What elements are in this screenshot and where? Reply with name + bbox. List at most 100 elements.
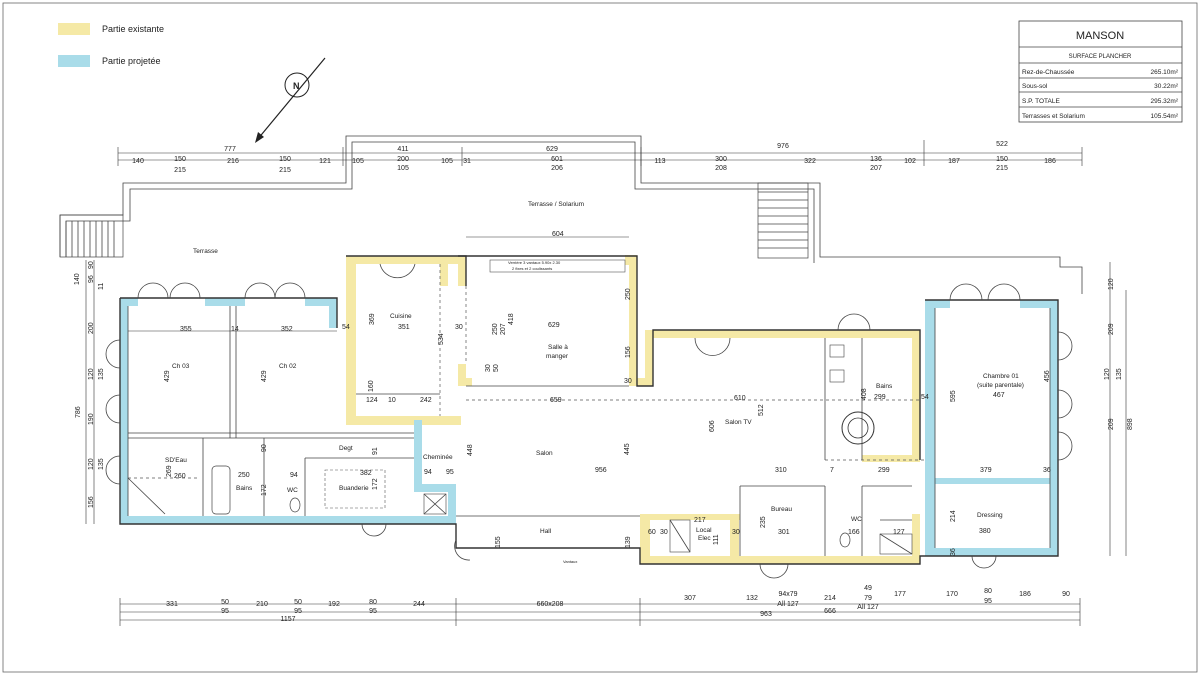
left-dim-6: 786	[75, 406, 82, 418]
buanderie-counter	[324, 469, 386, 509]
bottom-dim-3-2: 666	[824, 608, 836, 615]
top-dim-2-17: 186	[1044, 158, 1056, 165]
bottom-dim-2b-0: All 127	[857, 604, 879, 611]
dim-956: 956	[595, 467, 607, 474]
title-row-label-4: Terrasses et Solarium	[1022, 113, 1085, 120]
room-chambre01-2: (suite parentale)	[977, 382, 1024, 389]
top-dim-1-4: 522	[996, 141, 1008, 148]
title-row-label-2: Sous-sol	[1022, 83, 1048, 90]
room-dressing: Dressing	[977, 512, 1003, 519]
bottom-dim-1-9: 132	[746, 595, 758, 602]
dim-445: 445	[624, 443, 631, 455]
dim-379: 379	[980, 467, 992, 474]
top-dim-2-15: 187	[948, 158, 960, 165]
bathtub-left	[211, 465, 231, 515]
room-terrasse: Terrasse	[193, 248, 218, 255]
title-block-title: MANSON	[1076, 30, 1124, 42]
dim-ch03-h: 429	[164, 370, 171, 382]
top-dim-3-1: 215	[279, 167, 291, 174]
bottom-dim-1-13: 177	[894, 591, 906, 598]
title-row-label-1: Rez-de-Chaussée	[1022, 69, 1075, 76]
legend: Partie existante Partie projetée	[58, 23, 164, 67]
dim-sam-156: 156	[625, 346, 632, 358]
svg-text:N: N	[293, 81, 300, 91]
top-dim-3-3: 206	[551, 165, 563, 172]
dim-salon-tv-h1: 606	[709, 420, 716, 432]
dim-30d: 30	[732, 529, 740, 536]
left-dimensions: 140 96 90 200 120 135 786 190 120 135 15…	[74, 260, 105, 524]
left-stairs	[59, 214, 124, 258]
left-dim-0: 140	[74, 273, 81, 285]
room-salle-a-manger-1: Salle à	[548, 344, 568, 351]
bottom-dim-2-1: 95	[294, 608, 302, 615]
projected-walls	[120, 298, 1058, 556]
left-dim-10: 156	[88, 496, 95, 508]
room-salon: Salon	[536, 450, 553, 457]
title-block-subtitle: SURFACE PLANCHER	[1069, 54, 1132, 60]
title-row-value-3: 295.32m²	[1151, 98, 1179, 105]
bottom-dim-1-6: 244	[413, 601, 425, 608]
bottom-dim-1-14: 170	[946, 591, 958, 598]
dim-chambre-h: 595	[950, 390, 957, 402]
top-dim-3-2: 105	[397, 165, 409, 172]
right-dimensions: 120 209 120 135 209 898	[1104, 262, 1134, 556]
room-cuisine: Cuisine	[390, 313, 412, 320]
legend-swatch-projected	[58, 55, 90, 67]
left-dim-5: 135	[98, 368, 105, 380]
dim-cuisine-h: 369	[369, 313, 376, 325]
dim-bains-w: 250	[238, 472, 250, 479]
dim-166: 166	[848, 529, 860, 536]
dim-chambre-w: 467	[993, 392, 1005, 399]
dim-36a: 36	[1043, 467, 1051, 474]
dim-310: 310	[775, 467, 787, 474]
legend-swatch-existing	[58, 23, 90, 35]
right-dim-4: 209	[1108, 418, 1115, 430]
dim-chambre-456: 456	[1044, 370, 1051, 382]
title-row-value-4: 105.54m²	[1151, 113, 1179, 120]
bottom-dim-2-3: All 127	[777, 601, 799, 608]
top-dim-3-0: 215	[174, 167, 186, 174]
top-dim-2-10: 113	[654, 158, 665, 165]
top-dim-2-6: 200	[397, 156, 409, 163]
room-local-elec-2: Elec	[698, 535, 711, 542]
bathtub-round	[841, 411, 875, 445]
wall-outlines	[119, 255, 1059, 565]
dim-sam-l: 50	[493, 364, 500, 372]
dim-94b: 94	[424, 469, 432, 476]
left-dim-1: 96	[88, 275, 95, 283]
legend-label-projected: Partie projetée	[102, 56, 161, 66]
vantaux-label: Vantaux	[563, 559, 577, 564]
top-dim-3-6: 215	[996, 165, 1008, 172]
top-dim-1-0: 777	[224, 146, 236, 153]
dim-382: 382	[360, 470, 372, 477]
dim-sam-h2: 207	[500, 323, 507, 335]
local-elec-box	[669, 519, 691, 553]
dim-bureau-h: 235	[760, 516, 767, 528]
door-swings	[105, 263, 1073, 579]
title-block: MANSON SURFACE PLANCHER Rez-de-Chaussée …	[1018, 20, 1183, 123]
bottom-dim-1-11: 214	[824, 595, 836, 602]
dim-139: 139	[625, 536, 632, 548]
room-local-elec-1: Local	[696, 527, 712, 534]
top-dim-2-13: 136	[870, 156, 882, 163]
room-wc-left: WC	[287, 487, 298, 494]
interior-dimensions: 355 352 14 429 429 351 369 534 160 124 1…	[128, 231, 1051, 556]
interior-partitions	[128, 264, 925, 556]
bottom-dim-1-12: 49	[864, 585, 872, 592]
dim-cuisine-b: 124	[366, 397, 378, 404]
dim-ch02-w: 352	[281, 326, 293, 333]
top-dim-2-2: 216	[227, 158, 239, 165]
dim-sam-h1: 250	[492, 323, 499, 335]
dim-sam-top: 604	[552, 231, 564, 238]
bottom-dim-1-17: 90	[1062, 591, 1070, 598]
room-ch03: Ch 03	[172, 363, 190, 370]
top-dim-3-5: 207	[870, 165, 882, 172]
room-terrasse-solarium: Terrasse / Solarium	[528, 201, 584, 208]
dim-cuisine-a: 160	[368, 380, 375, 392]
dim-salon-tv-h2: 512	[758, 404, 765, 416]
room-degt: Degt	[339, 445, 353, 452]
dim-111: 111	[713, 534, 720, 545]
left-dim-8: 120	[88, 458, 95, 470]
